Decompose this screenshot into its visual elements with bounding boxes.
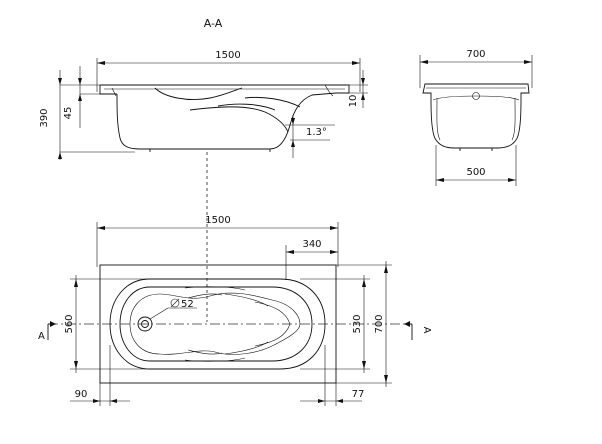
- side-inner-contour: [154, 87, 243, 100]
- plan-headrest-label: 340: [302, 239, 321, 250]
- end-bottom-width-label: 500: [466, 167, 485, 178]
- end-view-outline: [422, 83, 530, 149]
- side-view: 1500 390 45 10: [39, 50, 368, 322]
- plan-bath-outline: [109, 278, 326, 370]
- plan-offset-left-label: 90: [75, 389, 88, 400]
- side-height-label: 390: [39, 108, 50, 127]
- side-edge-label: 10: [348, 95, 359, 108]
- plan-inner-width-label: 560: [64, 314, 75, 333]
- section-marker-right: A: [404, 321, 432, 340]
- plan-530-label: 530: [352, 314, 363, 333]
- side-slope-label: 1.3°: [306, 127, 327, 138]
- section-marker-left-label: A: [38, 331, 45, 342]
- side-body-outline: [116, 92, 337, 150]
- section-title: A-A: [204, 17, 223, 30]
- plan-bowl-contour: [119, 286, 313, 362]
- plan-offset-right-label: 77: [352, 389, 365, 400]
- section-marker-left: A: [38, 321, 56, 342]
- plan-length-label: 1500: [205, 215, 230, 226]
- end-top-width-label: 700: [466, 49, 485, 60]
- side-length-label: 1500: [215, 50, 240, 61]
- side-rim-outline: [99, 84, 350, 95]
- end-view: 700 500: [419, 49, 533, 186]
- plan-view: 1500 340 52 5: [38, 215, 432, 406]
- side-rim-depth-label: 45: [63, 107, 74, 120]
- drain-diameter-label: 52: [181, 299, 194, 310]
- plan-width-label: 700: [374, 314, 385, 333]
- section-marker-right-label: A: [421, 327, 432, 334]
